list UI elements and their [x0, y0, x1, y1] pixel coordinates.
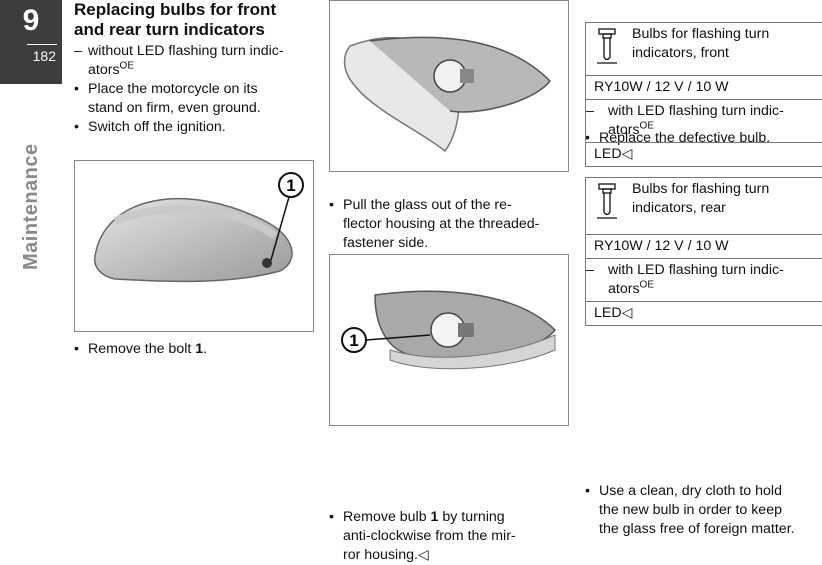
condition-item: without LED flashing turn indic- atorsOE — [74, 42, 324, 80]
step-item: Remove the bolt 1. — [74, 340, 328, 359]
step-item: Place the motorcycle on its stand on fir… — [74, 80, 324, 118]
chapter-tab: 9 182 — [0, 0, 62, 84]
spec-head: Bulbs for flashing turn indicators, rear — [585, 178, 822, 235]
bulb-illustration: 1 — [341, 290, 557, 370]
callout-1: 1 — [349, 331, 358, 350]
section-title: Replacing bulbs for front and rear turn … — [74, 0, 277, 39]
step-item: Pull the glass out of the re- flector ho… — [329, 196, 583, 253]
spec-led: LED◁ — [585, 302, 822, 326]
spec-note: with LED flashing turn indic- atorsOE — [585, 259, 822, 302]
spec-note: with LED flashing turn indic- atorsOE — [585, 100, 822, 143]
callout-1: 1 — [286, 176, 295, 195]
bulb-spec-icon — [597, 28, 617, 64]
spec-table-rear: Bulbs for flashing turn indicators, rear… — [585, 177, 822, 326]
spec-head: Bulbs for flashing turn indicators, fron… — [585, 23, 822, 76]
spec-led: LED◁ — [585, 143, 822, 167]
indicator-illustration: 1 — [93, 172, 304, 283]
tab-divider — [27, 44, 57, 45]
spec-value: RY10W / 12 V / 10 W — [585, 76, 822, 100]
spec-table-front: Bulbs for flashing turn indicators, fron… — [585, 22, 822, 167]
glass-illustration — [343, 36, 551, 153]
figure-bulb-removal: 1 — [329, 254, 569, 426]
bulb-spec-icon — [597, 183, 617, 219]
figure-indicator-bolt: 1 — [74, 160, 314, 332]
step-item: Switch off the ignition. — [74, 118, 324, 137]
column-1: Replacing bulbs for front and rear turn … — [74, 0, 324, 137]
section-label: Maintenance — [20, 143, 42, 270]
spec-value: RY10W / 12 V / 10 W — [585, 235, 822, 259]
figure-glass-removal — [329, 0, 569, 172]
step-item: Use a clean, dry cloth to hold the new b… — [585, 482, 822, 539]
page-number: 182 — [32, 48, 56, 64]
step-item: Remove bulb 1 by turning anti-clockwise … — [329, 508, 583, 565]
bolt-icon — [262, 258, 272, 268]
chapter-number: 9 — [22, 4, 40, 37]
